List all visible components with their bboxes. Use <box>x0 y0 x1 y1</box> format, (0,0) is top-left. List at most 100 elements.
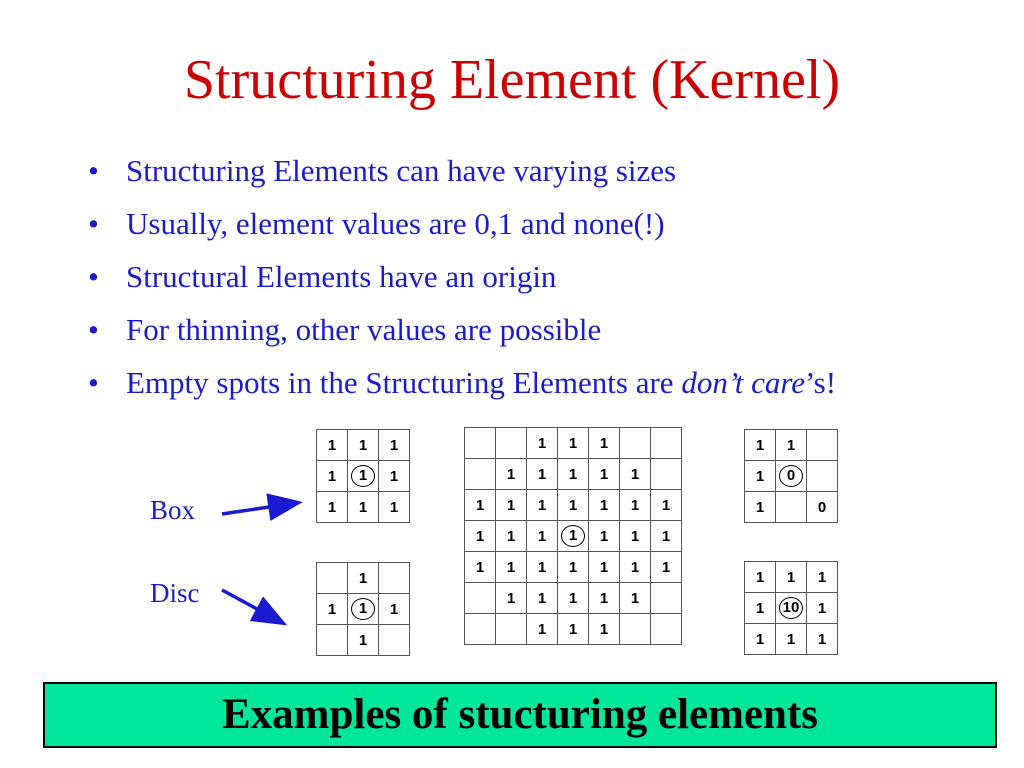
kernel-cell: 1 <box>557 582 589 614</box>
kernel-cell: 1 <box>557 427 589 459</box>
origin-marker: 10 <box>779 597 803 619</box>
kernel-cell: 0 <box>806 491 838 523</box>
kernel-cell: 1 <box>316 429 348 461</box>
kernel-cell: 1 <box>588 582 620 614</box>
bullet-dot: • <box>88 259 99 294</box>
bullet-item: • Structural Elements have an origin <box>88 258 968 295</box>
bullet-text: Usually, element values are 0,1 and none… <box>126 206 665 241</box>
kernel-cell: 1 <box>557 458 589 490</box>
kernel-cell: 1 <box>557 520 589 552</box>
kernel-cell: 1 <box>744 429 776 461</box>
bullet-text: Structural Elements have an origin <box>126 259 557 294</box>
kernel-cell <box>806 429 838 461</box>
bullet-dot: • <box>88 153 99 188</box>
kernel-cell: 1 <box>588 489 620 521</box>
bullet-item: • For thinning, other values are possible <box>88 311 968 348</box>
kernel-cell <box>316 624 348 656</box>
kernel-cell: 1 <box>526 613 558 645</box>
kernel-cell: 1 <box>588 613 620 645</box>
kernel-cell: 0 <box>775 460 807 492</box>
disc-arrow <box>221 588 288 626</box>
kernel-cell: 1 <box>526 551 558 583</box>
caption-banner: Examples of stucturing elements <box>43 682 997 748</box>
kernel-row: 1 <box>316 624 410 656</box>
kernel-cell: 1 <box>806 623 838 655</box>
kernel-cell: 1 <box>557 613 589 645</box>
kernel-cell <box>619 427 651 459</box>
bullet-text: Structuring Elements can have varying si… <box>126 153 677 188</box>
kernel-cell: 1 <box>806 592 838 624</box>
kernel-cell: 1 <box>495 520 527 552</box>
kernel-cell: 1 <box>526 458 558 490</box>
kernel-cell <box>775 491 807 523</box>
origin-marker: 0 <box>779 465 803 487</box>
caption-text: Examples of stucturing elements <box>222 691 818 738</box>
kernel-cell: 1 <box>347 593 379 625</box>
kernel-cell: 1 <box>806 561 838 593</box>
kernel-cell: 1 <box>619 582 651 614</box>
kernel-row: 1 <box>316 562 410 594</box>
kernel-cell: 1 <box>347 460 379 492</box>
kernel-cell <box>650 427 682 459</box>
origin-marker: 1 <box>351 598 375 620</box>
kernel-cell: 1 <box>347 429 379 461</box>
bullet-text-part: Empty spots in the Structuring Elements … <box>126 365 682 400</box>
kernel-cell <box>464 613 496 645</box>
kernel-cell: 1 <box>495 458 527 490</box>
kernel-cell <box>316 562 348 594</box>
kernel-cell: 1 <box>316 593 348 625</box>
kernel-cell: 1 <box>619 520 651 552</box>
kernel-cell: 1 <box>378 429 410 461</box>
bullet-list: • Structuring Elements can have varying s… <box>88 152 968 417</box>
bullet-item: •Usually, element values are 0,1 and non… <box>88 205 968 242</box>
kernel-cell: 1 <box>744 592 776 624</box>
kernel-cell <box>378 624 410 656</box>
kernel-cell: 1 <box>650 551 682 583</box>
bullet-text: For thinning, other values are possible <box>126 312 602 347</box>
kernel-cell <box>464 582 496 614</box>
kernel-cell: 1 <box>526 427 558 459</box>
kernel-cell: 10 <box>775 592 807 624</box>
kernel-cell <box>619 613 651 645</box>
kernel-cell: 1 <box>347 624 379 656</box>
kernel-cell: 1 <box>744 561 776 593</box>
origin-marker: 1 <box>561 525 585 547</box>
kernel-cell <box>806 460 838 492</box>
kernel-cell: 1 <box>464 520 496 552</box>
kernel-cell: 1 <box>526 520 558 552</box>
bullet-dot: • <box>88 312 99 347</box>
kernel-cell: 1 <box>378 460 410 492</box>
kernel-cell: 1 <box>588 551 620 583</box>
kernel-cell: 1 <box>744 491 776 523</box>
kernel-cell: 1 <box>557 489 589 521</box>
kernel-cell <box>650 458 682 490</box>
bullet-item: • Structuring Elements can have varying s… <box>88 152 968 189</box>
kernel-cell: 1 <box>495 489 527 521</box>
kernel-cell: 1 <box>650 489 682 521</box>
kernel-cell <box>650 613 682 645</box>
kernel-cell: 1 <box>526 489 558 521</box>
kernel-cell: 1 <box>775 429 807 461</box>
kernel-cell: 1 <box>650 520 682 552</box>
kernel-cell <box>464 458 496 490</box>
kernel-cell <box>495 427 527 459</box>
bullet-dot: • <box>88 365 99 400</box>
kernel-cell <box>378 562 410 594</box>
